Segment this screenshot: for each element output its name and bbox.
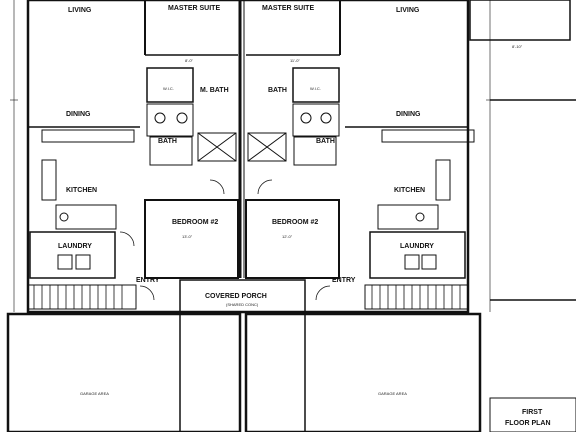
room-dining-right: DINING (396, 111, 421, 118)
room-master-suite-left: MASTER SUITE (168, 5, 220, 12)
room-bath-right: BATH (316, 138, 335, 145)
room-garage-right: GARAGE AREA (378, 391, 407, 396)
dim-5: 8'-10" (512, 44, 523, 49)
room-covered-porch: COVERED PORCH (205, 293, 267, 300)
title-line2: FLOOR PLAN (505, 420, 551, 427)
room-kitchen-right: KITCHEN (394, 187, 425, 194)
room-bedroom2-right: BEDROOM #2 (272, 219, 318, 226)
room-bath-left: BATH (158, 138, 177, 145)
room-entry-right: ENTRY (332, 277, 356, 284)
room-entry-left: ENTRY (136, 277, 160, 284)
dim-2: 11'-0" (290, 58, 300, 63)
room-master-suite-right: MASTER SUITE (262, 5, 314, 12)
title-line1: FIRST (522, 409, 543, 416)
room-laundry-right: LAUNDRY (400, 243, 434, 250)
room-dining-left: DINING (66, 111, 91, 118)
room-garage-left: GARAGE AREA (80, 391, 109, 396)
dim-1: 8'-0" (185, 58, 194, 63)
room-kitchen-left: KITCHEN (66, 187, 97, 194)
room-m-bath-left: M. BATH (200, 87, 229, 94)
dim-3: 13'-0" (182, 234, 193, 239)
room-bedroom2-left: BEDROOM #2 (172, 219, 218, 226)
room-living-left: LIVING (68, 7, 92, 14)
room-wic-right: W.I.C. (310, 86, 321, 91)
dim-4: 12'-0" (282, 234, 293, 239)
room-living-right: LIVING (396, 7, 420, 14)
room-laundry-left: LAUNDRY (58, 243, 92, 250)
porch-subtitle: (SHARED CONC) (226, 302, 259, 307)
room-m-bath-right: BATH (268, 87, 287, 94)
room-wic-left: W.I.C. (163, 86, 174, 91)
